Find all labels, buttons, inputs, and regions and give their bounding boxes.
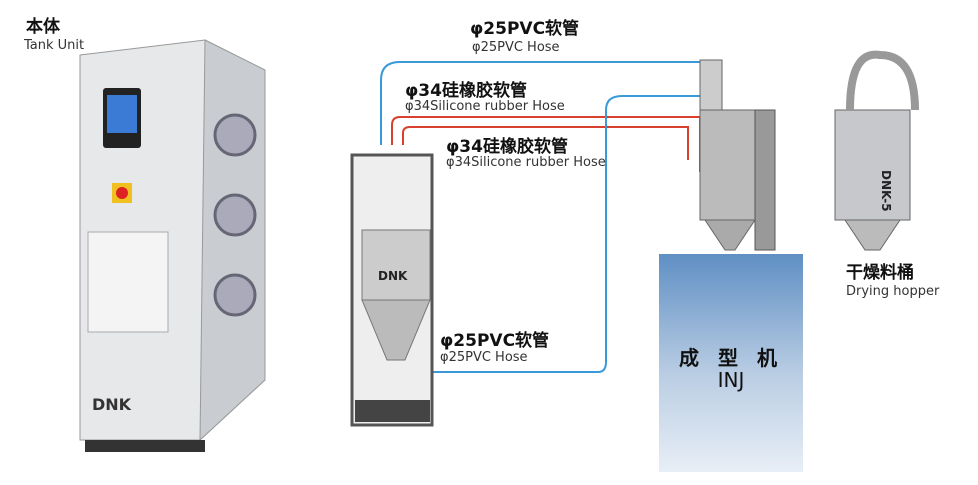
hose-bottom-label-cn: φ25PVC软管 — [440, 331, 550, 351]
tank-unit-label-en: Tank Unit — [24, 38, 85, 53]
drying-hopper-image: DNK-5 — [834, 50, 919, 251]
silicone-hose-1-label-en: φ34Silicone rubber Hose — [405, 99, 565, 114]
svg-text:DNK-5: DNK-5 — [879, 170, 893, 212]
svg-text:DNK: DNK — [378, 269, 408, 283]
hose-bottom-label-en: φ25PVC Hose — [440, 350, 528, 365]
silicone-hose-2-label-cn: φ34硅橡胶软管 — [446, 137, 568, 157]
svg-text:DNK: DNK — [92, 395, 132, 414]
inj-label-cn: 成 型 机 — [679, 346, 783, 370]
tank-unit-image: DNK — [79, 39, 266, 452]
loader-hopper-image — [699, 59, 776, 251]
inj-label-en: INJ — [717, 368, 745, 392]
hose-top-label-en: φ25PVC Hose — [472, 40, 560, 55]
injection-machine-box: 成 型 机 INJ — [659, 254, 803, 472]
tank-image: DNK — [350, 153, 434, 427]
drying-hopper-label-en: Drying hopper — [846, 284, 940, 299]
drying-hopper-label-cn: 干燥料桶 — [846, 263, 914, 283]
silicone-hose-2-label-en: φ34Silicone rubber Hose — [446, 155, 606, 170]
hose-top-label-cn: φ25PVC软管 — [470, 19, 580, 39]
silicone-hose-1-label-cn: φ34硅橡胶软管 — [405, 81, 527, 101]
tank-unit-label-cn: 本体 — [26, 17, 60, 37]
